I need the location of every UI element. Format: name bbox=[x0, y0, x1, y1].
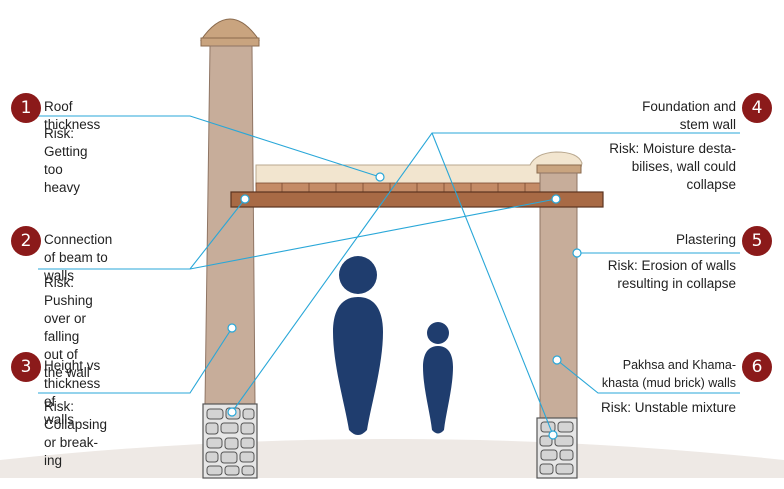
roof-lath bbox=[255, 182, 543, 193]
ground bbox=[0, 439, 784, 478]
leader-line-6 bbox=[556, 359, 740, 394]
callout-title: Pakhsa and Khama- khasta (mud brick) wal… bbox=[601, 358, 736, 390]
leader-lines bbox=[38, 115, 740, 436]
callout-title: Connection of beam to walls bbox=[44, 232, 113, 283]
callout-title: Height vs thickness of walls bbox=[44, 358, 101, 427]
callout-risk: Risk: Pushing over or falling out of the… bbox=[44, 275, 93, 380]
leader-line-3 bbox=[38, 327, 233, 394]
roof bbox=[255, 151, 583, 187]
callout-risk: Risk: Getting too heavy bbox=[44, 126, 88, 195]
callout-number-badge: 6 bbox=[742, 352, 772, 382]
callout-number-badge: 1 bbox=[11, 93, 41, 123]
adult-figure-icon bbox=[333, 256, 383, 435]
leader-endpoints bbox=[227, 172, 582, 440]
leader-line-1 bbox=[38, 115, 381, 178]
callout-title: Foundation and stem wall bbox=[642, 99, 736, 132]
leader-line-4b bbox=[431, 132, 554, 436]
right-wall bbox=[536, 164, 582, 479]
callout-risk: Risk: Unstable mixture bbox=[600, 400, 736, 415]
left-wall bbox=[200, 18, 260, 479]
child-figure-icon bbox=[423, 322, 453, 434]
callout-number-badge: 2 bbox=[11, 226, 41, 256]
callout-risk: Risk: Moisture desta- bilises, wall coul… bbox=[609, 141, 736, 192]
callout-number-badge: 4 bbox=[742, 93, 772, 123]
callout-title: Plastering bbox=[675, 232, 736, 247]
callout-number-badge: 5 bbox=[742, 226, 772, 256]
callout-number-badge: 3 bbox=[11, 352, 41, 382]
beam bbox=[230, 191, 604, 208]
callout-risk: Risk: Erosion of walls resulting in coll… bbox=[607, 258, 736, 291]
callout-title: Roof thickness bbox=[44, 99, 101, 132]
leader-line-2b bbox=[189, 198, 557, 270]
callout-risk: Risk: Collapsing or break- ing bbox=[44, 399, 108, 468]
